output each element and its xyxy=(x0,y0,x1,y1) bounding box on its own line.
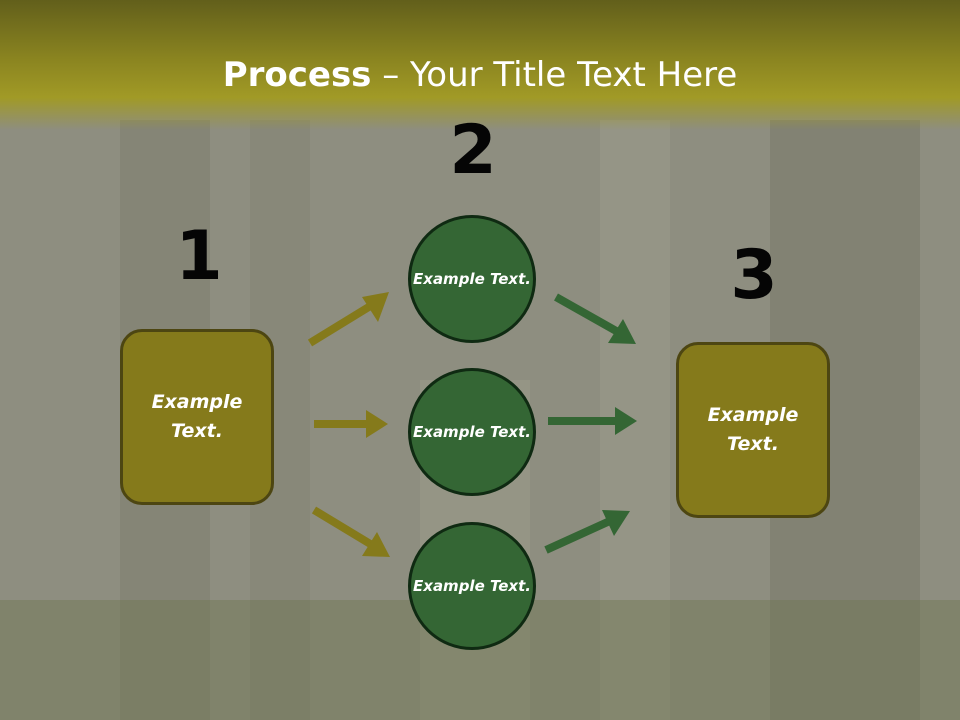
circle-top-text: Example Text. xyxy=(413,269,531,288)
step-1-box: Example Text. xyxy=(120,329,274,505)
circle-middle: Example Text. xyxy=(408,368,536,496)
step-number-2: 2 xyxy=(449,111,497,190)
step-3-box: Example Text. xyxy=(676,342,830,518)
step-number-1: 1 xyxy=(175,217,223,296)
circle-top: Example Text. xyxy=(408,215,536,343)
title-bold: Process xyxy=(222,55,372,95)
circle-middle-text: Example Text. xyxy=(413,422,531,441)
title-rest: – Your Title Text Here xyxy=(371,55,738,95)
title-bar xyxy=(0,0,960,130)
step-3-text: Example Text. xyxy=(707,404,799,455)
circle-bottom-text: Example Text. xyxy=(413,576,531,595)
slide-title: Process – Your Title Text Here xyxy=(0,52,960,98)
step-number-3: 3 xyxy=(730,236,778,315)
circle-bottom: Example Text. xyxy=(408,522,536,650)
step-1-text: Example Text. xyxy=(151,391,243,442)
